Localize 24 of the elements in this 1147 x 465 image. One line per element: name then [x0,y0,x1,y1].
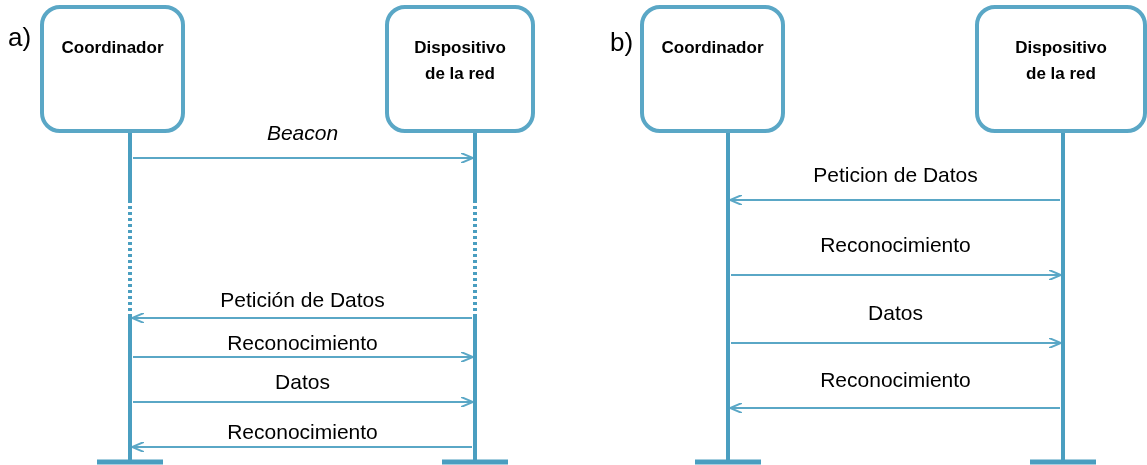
message-arrow [729,402,1061,414]
message-arrow [131,441,473,453]
panel-letter: a) [8,22,32,53]
message-arrow [132,152,474,164]
message-arrow [729,194,1061,206]
participant-name: Coordinador [60,37,165,59]
message-label: Reconocimiento [227,420,378,444]
message-arrow [132,396,474,408]
message-label: Reconocimiento [820,233,971,257]
message-label: Peticion de Datos [813,163,978,187]
message-arrow [730,269,1062,281]
panel-letter: b) [610,27,634,58]
message-label: Petición de Datos [220,288,385,312]
message-label: Datos [275,370,330,394]
message-label: Datos [868,301,923,325]
message-arrow [131,312,473,324]
message-arrow [132,351,474,363]
message-label: Beacon [266,121,339,145]
message-label: Reconocimiento [820,368,971,392]
message-label: Reconocimiento [227,331,378,355]
message-arrow [730,337,1062,349]
participant-name: Dispositivo de la red [1014,37,1108,85]
participant-name: Coordinador [660,37,765,59]
participant-name: Dispositivo de la red [413,37,507,85]
